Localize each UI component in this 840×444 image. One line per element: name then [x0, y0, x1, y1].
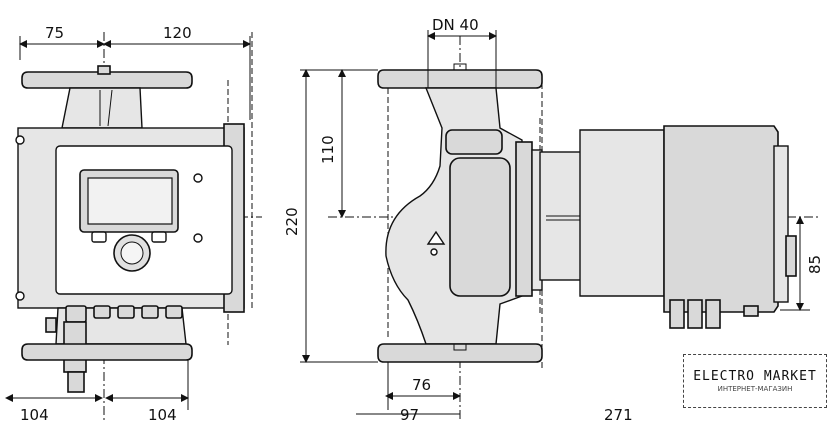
dim-top-left: 75: [45, 24, 64, 42]
dim-dn: DN 40: [432, 16, 479, 34]
side-view: [328, 36, 820, 420]
dim-right-height: 85: [806, 255, 824, 274]
dim-bottom-1: 104: [20, 406, 49, 424]
front-view: [15, 32, 262, 420]
watermark: ELECTRO MARKET ИНТЕРНЕТ-МАГАЗИН: [683, 354, 827, 408]
dim-height-upper: 110: [319, 135, 337, 164]
dim-height-total: 220: [283, 207, 301, 236]
dim-flange-offset: 76: [412, 376, 431, 394]
dim-bottom-2: 104: [148, 406, 177, 424]
watermark-title: ELECTRO MARKET: [684, 369, 826, 384]
side-dimensions: [300, 30, 810, 415]
front-dimensions: [5, 36, 251, 410]
watermark-subtitle: ИНТЕРНЕТ-МАГАЗИН: [717, 385, 793, 393]
dim-bottom-3: 97: [400, 406, 419, 424]
dim-top-right: 120: [163, 24, 192, 42]
dim-bottom-4: 271: [604, 406, 633, 424]
